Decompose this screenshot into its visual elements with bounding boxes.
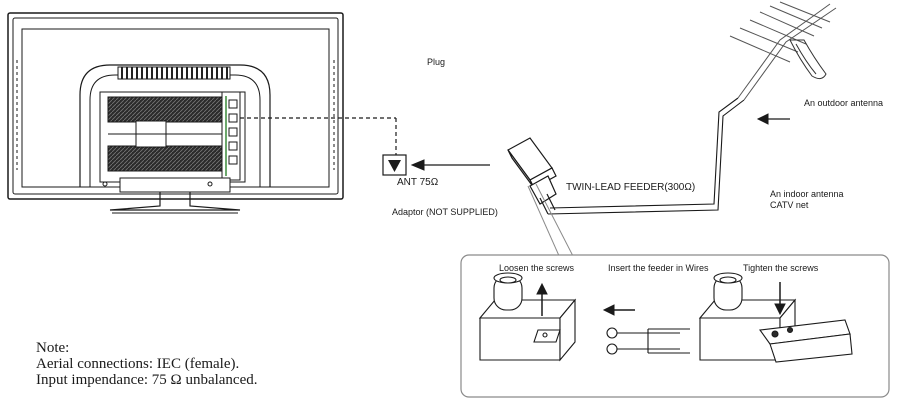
- ant-75-label: ANT 75Ω: [397, 177, 439, 188]
- adaptor-plug: [507, 137, 557, 215]
- arrow-down-tighten: [774, 282, 786, 316]
- outdoor-antenna-label: An outdoor antenna: [804, 98, 884, 108]
- loosen-screws-label: Loosen the screws: [499, 263, 575, 273]
- note-heading: Note:: [36, 340, 70, 356]
- terminal-block-loosen: [478, 272, 577, 362]
- arrow-left-insert: [602, 304, 635, 316]
- ant-jack: [382, 154, 407, 176]
- arrow-outdoor-antenna: [756, 113, 790, 125]
- tv-back-illustration: [7, 12, 344, 214]
- tighten-screws-label: Tighten the screws: [743, 263, 819, 273]
- note-block: Note: Aerial connections: IEC (female). …: [36, 340, 258, 388]
- indoor-antenna-label: An indoor antenna: [770, 189, 844, 199]
- catv-net-label: CATV net: [770, 200, 809, 210]
- terminal-block-tighten: [698, 272, 853, 363]
- twin-lead-feeder-label: TWIN-LEAD FEEDER(300Ω): [566, 182, 696, 193]
- tv-to-ant-dashed-line: [240, 117, 397, 155]
- feeder-wire-ends: [606, 327, 690, 355]
- adaptor-label: Adaptor (NOT SUPPLIED): [392, 207, 498, 217]
- plug-label: Plug: [427, 57, 446, 67]
- outdoor-antenna-illustration: [729, 1, 837, 101]
- note-line-aerial: Aerial connections: IEC (female).: [36, 356, 240, 372]
- insert-feeder-label: Insert the feeder in Wires: [608, 263, 709, 273]
- detail-leader-lines: [527, 183, 575, 259]
- note-line-impedance: Input impendance: 75 Ω unbalanced.: [36, 372, 258, 388]
- twin-lead-feeder: [547, 97, 745, 215]
- arrow-to-ant: [410, 159, 490, 171]
- arrow-up-loosen: [536, 282, 548, 316]
